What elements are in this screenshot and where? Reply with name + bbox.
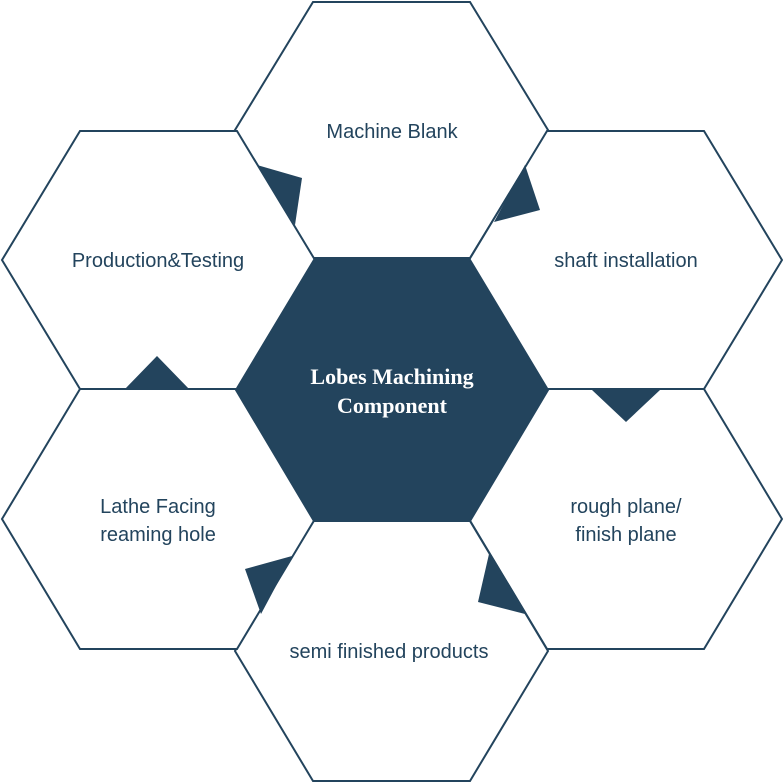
- lathe-facing-label-line2: reaming hole: [100, 524, 216, 546]
- center-title-line2: Component: [337, 393, 448, 418]
- arrow-marker-3: [592, 390, 660, 422]
- shaft-installation-label: shaft installation: [554, 250, 697, 272]
- rough-plane-label-line2: finish plane: [575, 524, 676, 546]
- semi-finished-label: semi finished products: [290, 641, 489, 663]
- arrow-marker-4: [478, 554, 525, 614]
- production-testing-label: Production&Testing: [72, 250, 244, 272]
- arrow-marker-1: [257, 165, 302, 225]
- rough-plane-label-line1: rough plane/: [570, 496, 682, 518]
- arrow-marker-2: [494, 165, 540, 222]
- machine-blank-label: Machine Blank: [326, 121, 458, 143]
- arrow-marker-6: [124, 356, 190, 390]
- center-title-line1: Lobes Machining: [310, 364, 473, 389]
- lathe-facing-label-line1: Lathe Facing: [100, 496, 216, 518]
- arrow-marker-5: [245, 556, 292, 614]
- hex-center: [234, 259, 550, 522]
